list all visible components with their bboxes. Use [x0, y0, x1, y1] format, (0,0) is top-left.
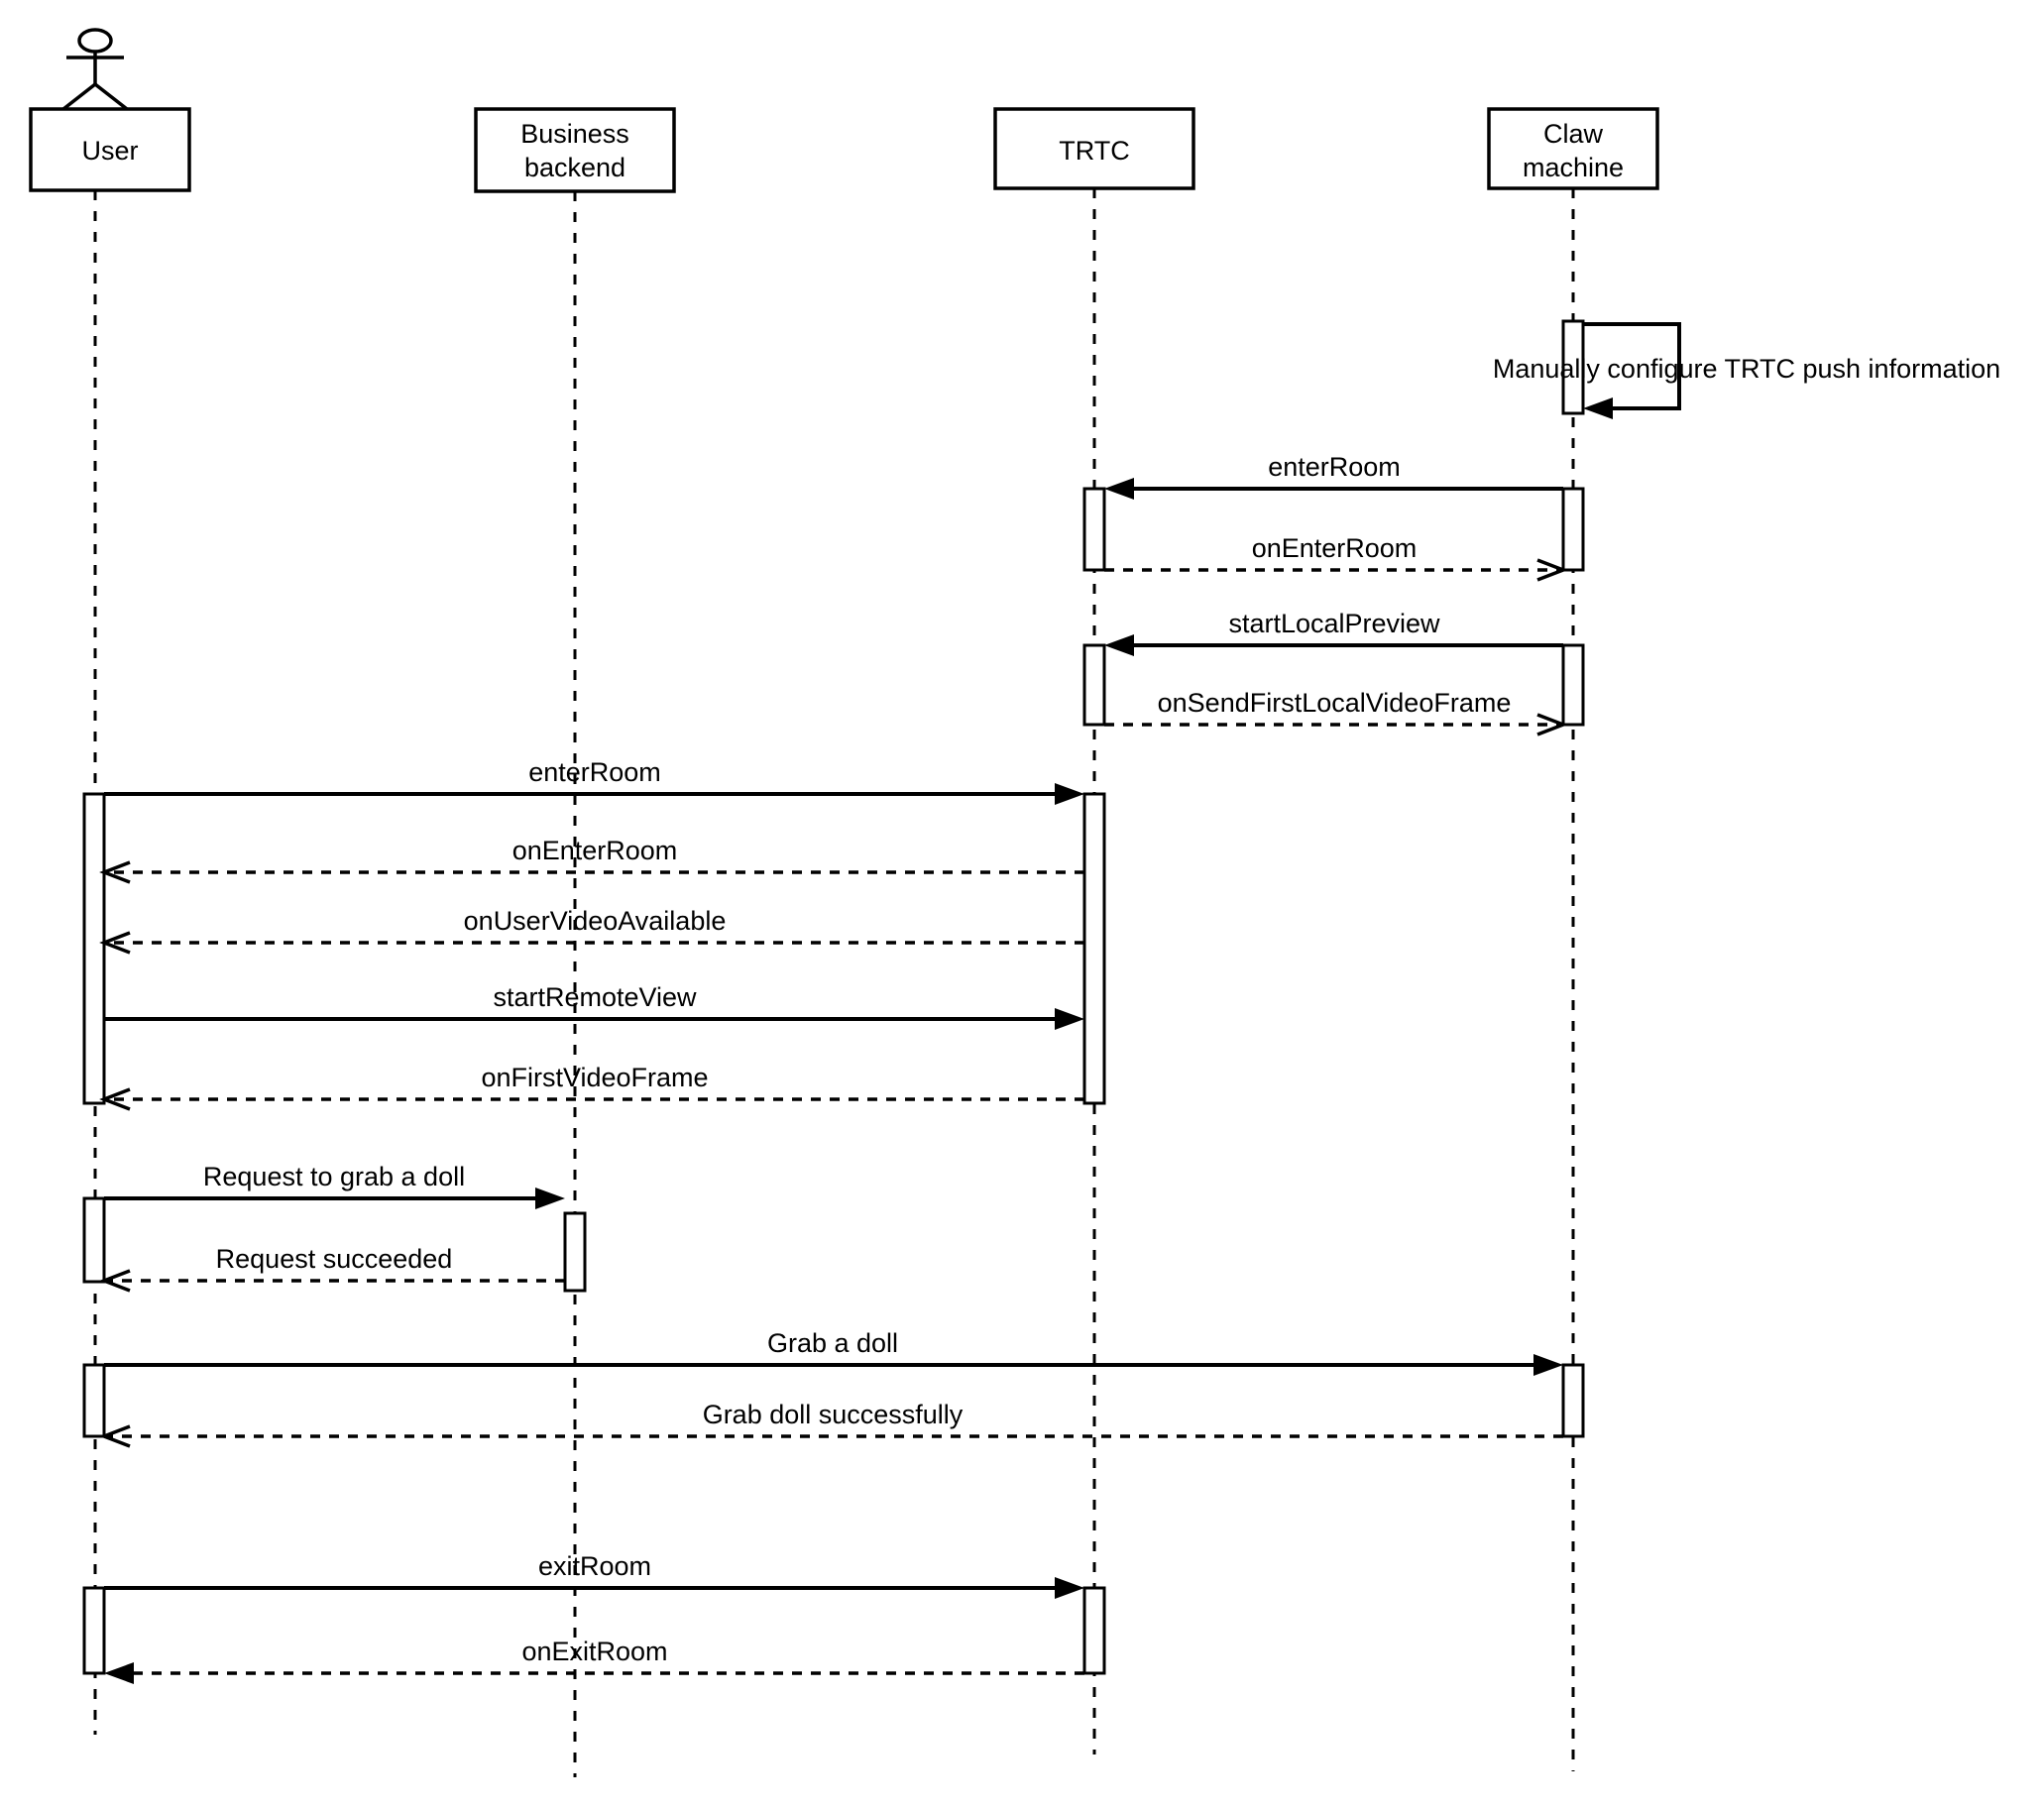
- participant-claw-machine-label-line2: machine: [1523, 153, 1624, 182]
- message-startremoteview: startRemoteView: [104, 982, 1084, 1030]
- participant-business-backend: Business backend: [474, 107, 676, 193]
- message-onenterroom-trtc-to-claw: onEnterRoom: [1104, 533, 1568, 582]
- message-label: Grab doll successfully: [703, 1400, 964, 1429]
- message-manually-configure-trtc-push-information: Manually configure TRTC push information: [1493, 322, 2000, 419]
- message-label: onExitRoom: [521, 1637, 667, 1666]
- message-label: onEnterRoom: [1252, 533, 1418, 563]
- activation-trtc-exitroom: [1082, 1586, 1106, 1675]
- message-label: Request to grab a doll: [203, 1162, 465, 1191]
- message-arrowhead: [1536, 713, 1568, 736]
- message-arrowhead: [1055, 1577, 1084, 1599]
- activation-user-exitroom: [82, 1586, 106, 1675]
- message-onenterroom-trtc-to-user: onEnterRoom: [99, 836, 1084, 884]
- message-label: onFirstVideoFrame: [481, 1063, 708, 1092]
- message-arrowhead: [99, 1424, 131, 1448]
- message-arrowhead: [104, 1662, 134, 1684]
- message-label: enterRoom: [1268, 452, 1401, 482]
- message-label: Manually configure TRTC push information: [1493, 354, 2000, 384]
- message-arrowhead: [1055, 783, 1084, 805]
- activation-claw-startlocalpreview: [1561, 643, 1585, 727]
- message-onfirstvideoframe: onFirstVideoFrame: [99, 1063, 1084, 1111]
- message-label: Request succeeded: [216, 1244, 453, 1274]
- message-label: startLocalPreview: [1228, 609, 1440, 638]
- message-line: [1583, 322, 1681, 410]
- actor-icon: [61, 28, 129, 111]
- participant-user-box: [29, 107, 191, 192]
- message-onsendfirstlocalvideoframe: onSendFirstLocalVideoFrame: [1104, 688, 1568, 736]
- activation-claw-config: [1561, 319, 1585, 415]
- message-arrowhead: [1104, 478, 1134, 500]
- participant-trtc: TRTC: [993, 107, 1195, 190]
- activation-user-enterroom: [82, 792, 106, 1105]
- message-onuservideoavailable: onUserVideoAvailable: [99, 906, 1084, 955]
- activation-business-request: [563, 1211, 587, 1293]
- activation-user-request: [82, 1196, 106, 1284]
- participant-user-label: User: [81, 136, 138, 166]
- message-arrowhead: [99, 931, 131, 955]
- message-enterroom-user-to-trtc: enterRoom: [104, 757, 1084, 805]
- participant-user: User: [29, 28, 191, 192]
- message-label: exitRoom: [538, 1551, 651, 1581]
- activation-claw-grab: [1561, 1363, 1585, 1438]
- message-arrowhead: [535, 1188, 565, 1209]
- message-label: enterRoom: [528, 757, 661, 787]
- activation-claw-enterroom: [1561, 487, 1585, 572]
- message-grab-doll-successfully: Grab doll successfully: [99, 1400, 1563, 1448]
- message-arrowhead: [1583, 397, 1613, 419]
- message-label: onEnterRoom: [512, 836, 678, 865]
- participant-claw-machine: Claw machine: [1487, 107, 1659, 190]
- message-label: startRemoteView: [493, 982, 697, 1012]
- activation-trtc-enterroom-user: [1082, 792, 1106, 1105]
- message-request-to-grab-a-doll: Request to grab a doll: [104, 1162, 565, 1209]
- message-grab-a-doll: Grab a doll: [104, 1328, 1563, 1376]
- message-arrowhead: [99, 1269, 131, 1293]
- message-request-succeeded: Request succeeded: [99, 1244, 565, 1293]
- message-arrowhead: [1104, 634, 1134, 656]
- participant-business-backend-box: [474, 107, 676, 193]
- message-arrowhead: [99, 860, 131, 884]
- participant-business-backend-label-line2: backend: [524, 153, 625, 182]
- activation-trtc-startlocalpreview: [1082, 643, 1106, 727]
- message-enterroom-claw-to-trtc: enterRoom: [1104, 452, 1563, 500]
- participant-business-backend-label-line1: Business: [520, 119, 629, 149]
- message-label: Grab a doll: [767, 1328, 898, 1358]
- participant-claw-machine-label-line1: Claw: [1543, 119, 1604, 149]
- activation-trtc-enterroom-claw: [1082, 487, 1106, 572]
- message-exitroom: exitRoom: [104, 1551, 1084, 1599]
- message-arrowhead: [1055, 1008, 1084, 1030]
- participant-trtc-box: [993, 107, 1195, 190]
- message-startlocalpreview: startLocalPreview: [1104, 609, 1563, 656]
- message-arrowhead: [1536, 558, 1568, 582]
- participant-trtc-label: TRTC: [1059, 136, 1130, 166]
- message-arrowhead: [99, 1087, 131, 1111]
- participant-claw-machine-box: [1487, 107, 1659, 190]
- message-label: onSendFirstLocalVideoFrame: [1158, 688, 1512, 718]
- message-onexitroom: onExitRoom: [104, 1637, 1084, 1684]
- activation-user-grab: [82, 1363, 106, 1438]
- message-arrowhead: [1533, 1354, 1563, 1376]
- message-label: onUserVideoAvailable: [464, 906, 727, 936]
